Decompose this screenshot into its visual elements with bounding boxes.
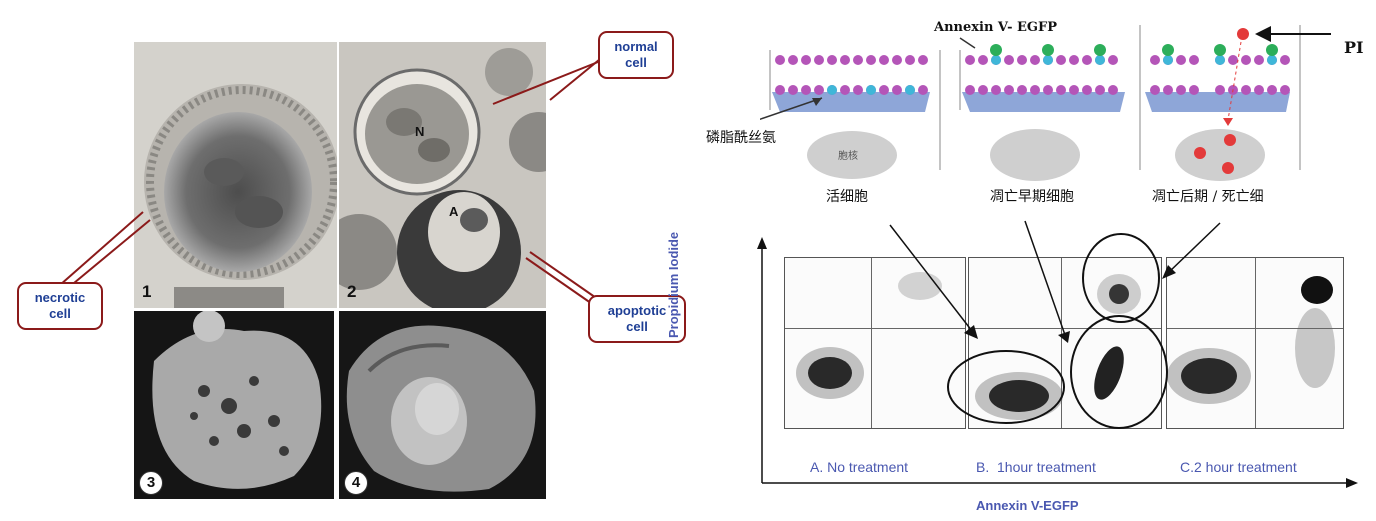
- flow-plot-no-treatment: [784, 257, 966, 429]
- panel-number-4: 4: [344, 471, 368, 495]
- phosphatidylserine-label: 磷脂酰丝氨: [706, 130, 776, 146]
- apoptotic-cell-callout: apoptotic cell: [588, 295, 686, 343]
- pi-arrow: [1255, 26, 1331, 42]
- flow-plot-2-hour: [1166, 257, 1344, 429]
- panel-number-2: 2: [347, 282, 357, 301]
- apoptotic-cell-callout-line1: apoptotic: [607, 303, 667, 318]
- stage-label-live: 活细胞: [826, 189, 868, 205]
- sem-panel-apoptotic: 4: [339, 311, 546, 499]
- y-axis-label: Propidium Iodide: [666, 231, 681, 338]
- nucleus-label: 胞核: [838, 151, 858, 162]
- nucleus-letter: N: [415, 124, 425, 139]
- tem-panel-normal-apoptotic: N A 2: [339, 42, 546, 308]
- necrotic-cell-callout: necrotic cell: [17, 282, 103, 330]
- population-annotations: [757, 220, 1358, 488]
- pi-label: PI: [1344, 38, 1364, 57]
- early-apoptotic-membrane: [962, 44, 1125, 181]
- late-apoptotic-membrane: [1145, 28, 1290, 181]
- annexin-egfp-label: Annexin V- EGFP: [934, 20, 1058, 35]
- panel-number-1: 1: [142, 282, 152, 301]
- flow-plot-1-hour: [968, 257, 1162, 429]
- apoptotic-cell-callout-line2: cell: [626, 319, 648, 334]
- sem-apoptotic-image: [339, 311, 546, 499]
- live-cell-membrane: [772, 55, 930, 179]
- apoptotic-letter: A: [449, 204, 459, 219]
- necrotic-cell-image: [134, 42, 337, 308]
- necrotic-cell-callout-line1: necrotic: [34, 290, 86, 305]
- treatment-label-2-hour: C.2 hour treatment: [1180, 459, 1297, 475]
- normal-cell-callout-line1: normal: [614, 39, 658, 54]
- normal-apoptotic-cell-image: [339, 42, 546, 308]
- normal-cell-callout-line2: cell: [625, 55, 647, 70]
- scatter-no-treatment: [796, 272, 942, 399]
- scatter-1-hour: [975, 274, 1141, 420]
- membrane-schematics: [760, 25, 1301, 181]
- sem-panel-necrotic: 3: [134, 311, 334, 499]
- sem-necrotic-image: [134, 311, 334, 499]
- stage-label-late-apoptotic: 凋亡后期 / 死亡细: [1152, 189, 1264, 205]
- normal-cell-callout: normal cell: [598, 31, 674, 79]
- treatment-label-none: A. No treatment: [810, 459, 909, 475]
- callout-leader-lines: [59, 54, 612, 309]
- tem-panel-necrotic: 1: [134, 42, 337, 308]
- treatment-label-1-hour: B. 1hour treatment: [976, 459, 1096, 475]
- panel-number-3: 3: [139, 471, 163, 495]
- necrotic-cell-callout-line2: cell: [49, 306, 71, 321]
- stage-label-early-apoptotic: 凋亡早期细胞: [990, 189, 1074, 205]
- x-axis-label: Annexin V-EGFP: [976, 498, 1079, 513]
